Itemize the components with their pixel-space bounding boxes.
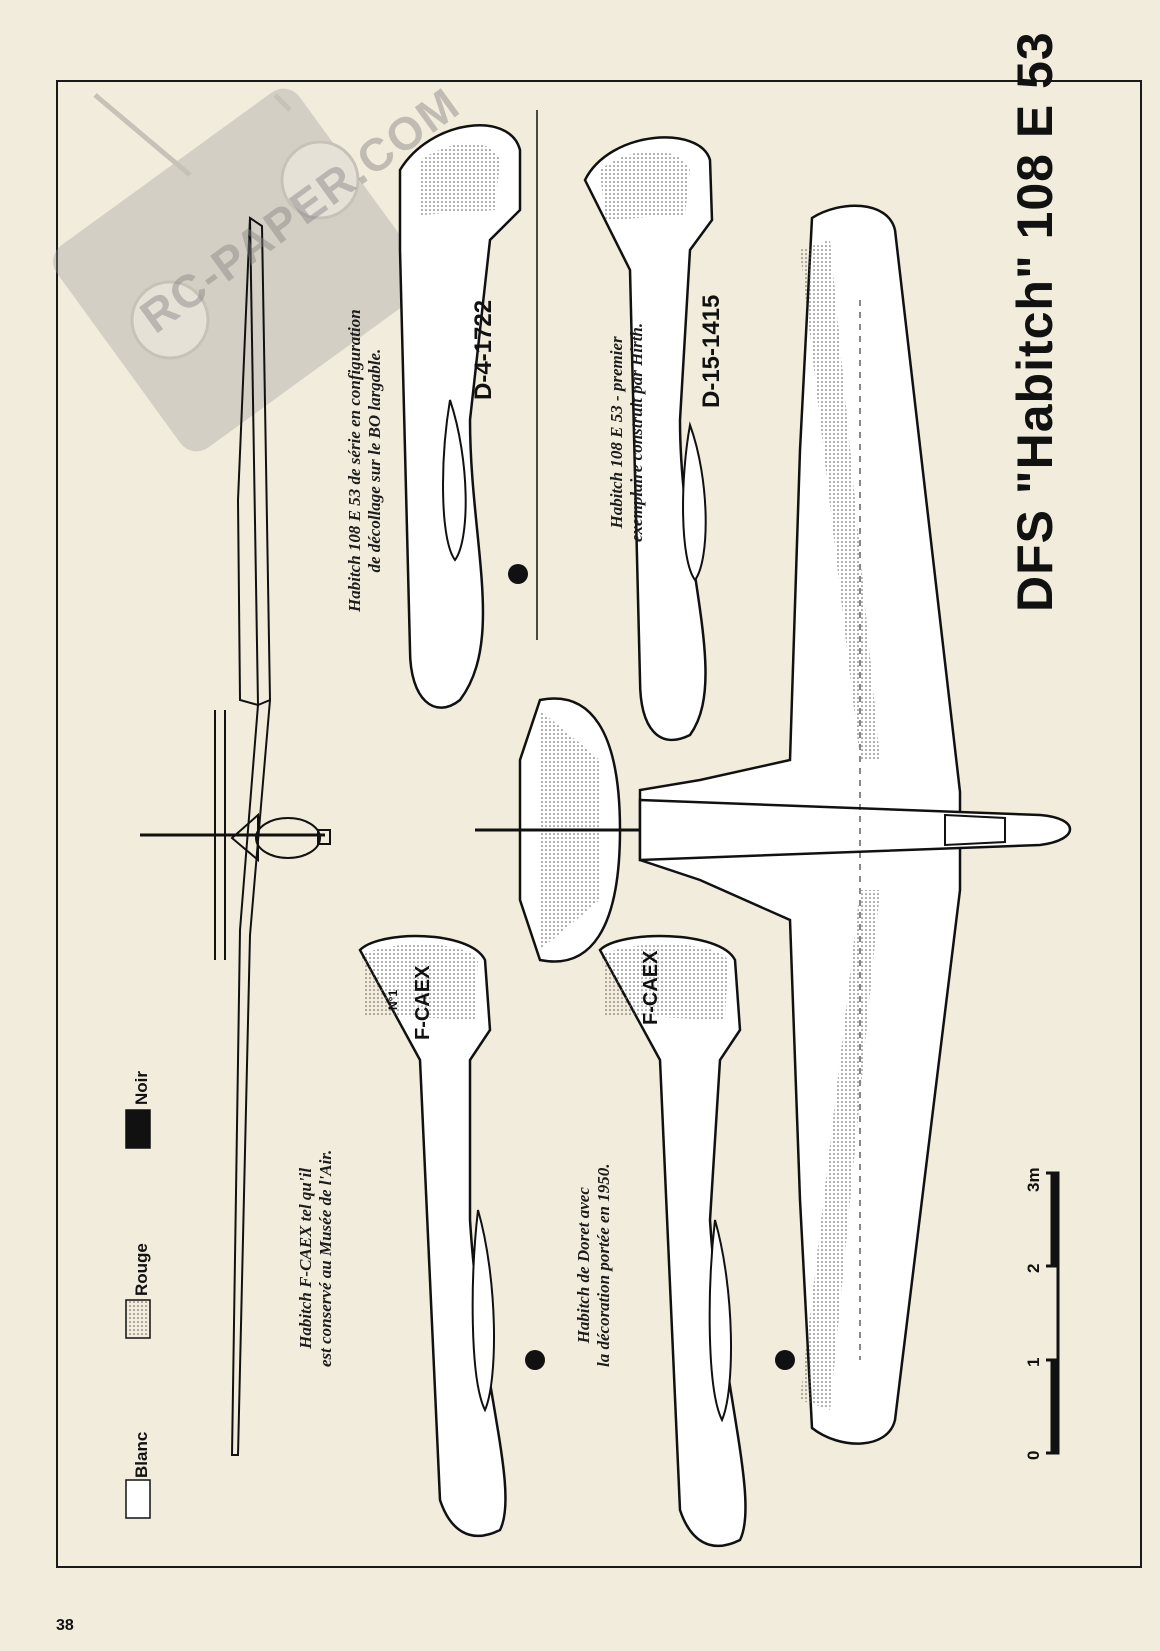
page-title: DFS "Habitch" 108 E 53: [1006, 31, 1064, 612]
caption-line: la décoration portée en 1950.: [594, 1163, 613, 1367]
legend-swatch-blanc: [125, 1479, 151, 1519]
registration-glider-2: D-15-1415: [698, 294, 725, 408]
caption-line: exemplaire construit par Hirth.: [627, 322, 646, 542]
caption-line: Habitch 108 E 53 - premier: [607, 336, 626, 529]
side-view-glider-1: [398, 110, 538, 709]
scale-label-3m: 3m: [1024, 1167, 1043, 1192]
legend-swatch-rouge: [125, 1299, 151, 1339]
scale-label-1: 1: [1024, 1357, 1043, 1367]
legend-label-rouge: Rouge: [132, 1243, 151, 1296]
side-view-glider-4: [598, 934, 795, 1548]
caption-line: Habitch F-CAEX tel qu'il: [296, 1167, 315, 1349]
registration-glider-4: F-CAEX: [640, 950, 662, 1025]
registration-glider-1: D-4-1722: [470, 299, 497, 400]
caption-line: de décollage sur le BO largable.: [365, 348, 384, 573]
caption-line: Habitch 108 E 53 de série en configurati…: [345, 309, 364, 612]
scale-label-0: 0: [1024, 1450, 1043, 1460]
registration-glider-3-badge: N°1: [386, 989, 400, 1010]
title-name: "Habitch": [1007, 254, 1063, 495]
title-prefix: DFS: [1007, 494, 1063, 612]
caption-top-right: Habitch 108 E 53 - premier exemplaire co…: [607, 323, 647, 542]
scale-bar: [1046, 1171, 1060, 1455]
page-number: 38: [56, 1617, 74, 1634]
caption-bottom-left: Habitch F-CAEX tel qu'il est conservé au…: [296, 1150, 336, 1367]
legend: [125, 1109, 151, 1519]
side-view-glider-2: [583, 136, 714, 741]
drawing-frame: [56, 80, 1142, 1568]
legend-swatch-noir: [125, 1109, 151, 1149]
side-view-glider-3: [358, 934, 545, 1538]
planform-view-glider: [475, 204, 1072, 1445]
registration-glider-3: F-CAEX: [412, 965, 434, 1040]
title-suffix: 108 E 53: [1007, 31, 1063, 255]
scale-label-2: 2: [1024, 1263, 1043, 1273]
caption-bottom-right: Habitch de Doret avec la décoration port…: [574, 1163, 614, 1367]
caption-line: Habitch de Doret avec: [574, 1187, 593, 1344]
caption-top-left: Habitch 108 E 53 de série en configurati…: [345, 309, 385, 612]
front-view-glider: [140, 216, 331, 1456]
legend-label-noir: Noir: [132, 1071, 151, 1105]
caption-line: est conservé au Musée de l'Air.: [316, 1149, 335, 1367]
legend-label-blanc: Blanc: [132, 1431, 151, 1478]
transmitter-watermark-icon: [53, 88, 427, 452]
